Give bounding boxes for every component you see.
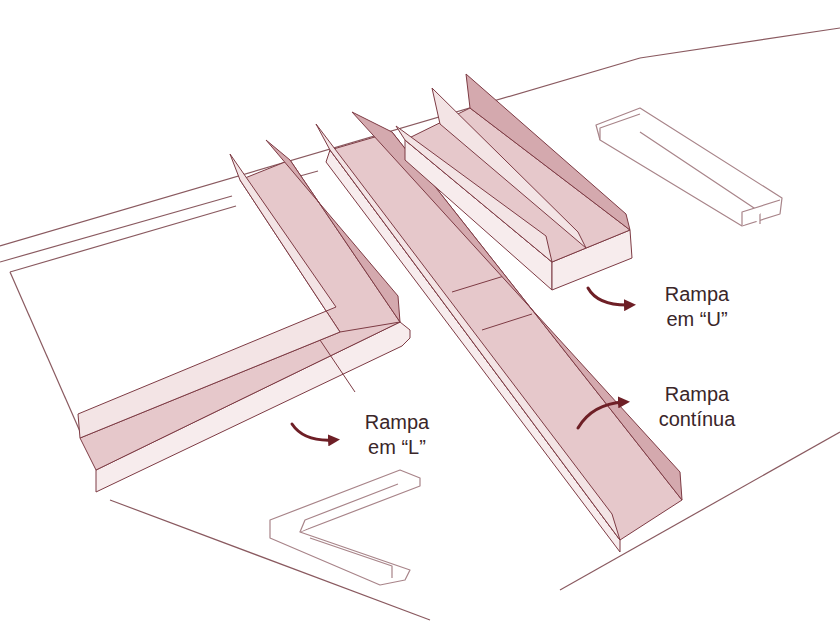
- callout-arrow: [588, 288, 630, 305]
- street-edge: [300, 171, 318, 176]
- l-ramp-icon: [270, 470, 420, 585]
- ramp-label: Rampa contínua: [652, 382, 742, 432]
- l-ramp-inner-wall: [78, 154, 340, 438]
- l-ramp-icon: [300, 484, 398, 532]
- continuous-ramp-landing: [482, 314, 532, 330]
- u-ramp-icon: [742, 200, 780, 226]
- callout-arrow: [292, 424, 334, 440]
- u-ramp-outer-wall: [396, 126, 552, 262]
- street-edge: [0, 196, 232, 262]
- street-edge: [640, 28, 840, 58]
- ramp-label: Rampa em “L”: [352, 410, 442, 460]
- ramp-label: Rampa em “U”: [652, 282, 742, 332]
- u-ramp-icon: [596, 108, 782, 226]
- u-ramp-icon: [600, 114, 640, 140]
- platform-edge: [10, 272, 82, 436]
- u-ramp-icon: [640, 132, 760, 224]
- callout-arrow: [578, 402, 624, 428]
- l-ramp-icon: [310, 538, 392, 578]
- platform-edge: [10, 206, 236, 272]
- l-ramp-landing: [320, 340, 355, 392]
- continuous-ramp-landing: [452, 276, 504, 292]
- l-ramp-floor: [80, 160, 400, 470]
- l-ramp-landing: [340, 322, 400, 332]
